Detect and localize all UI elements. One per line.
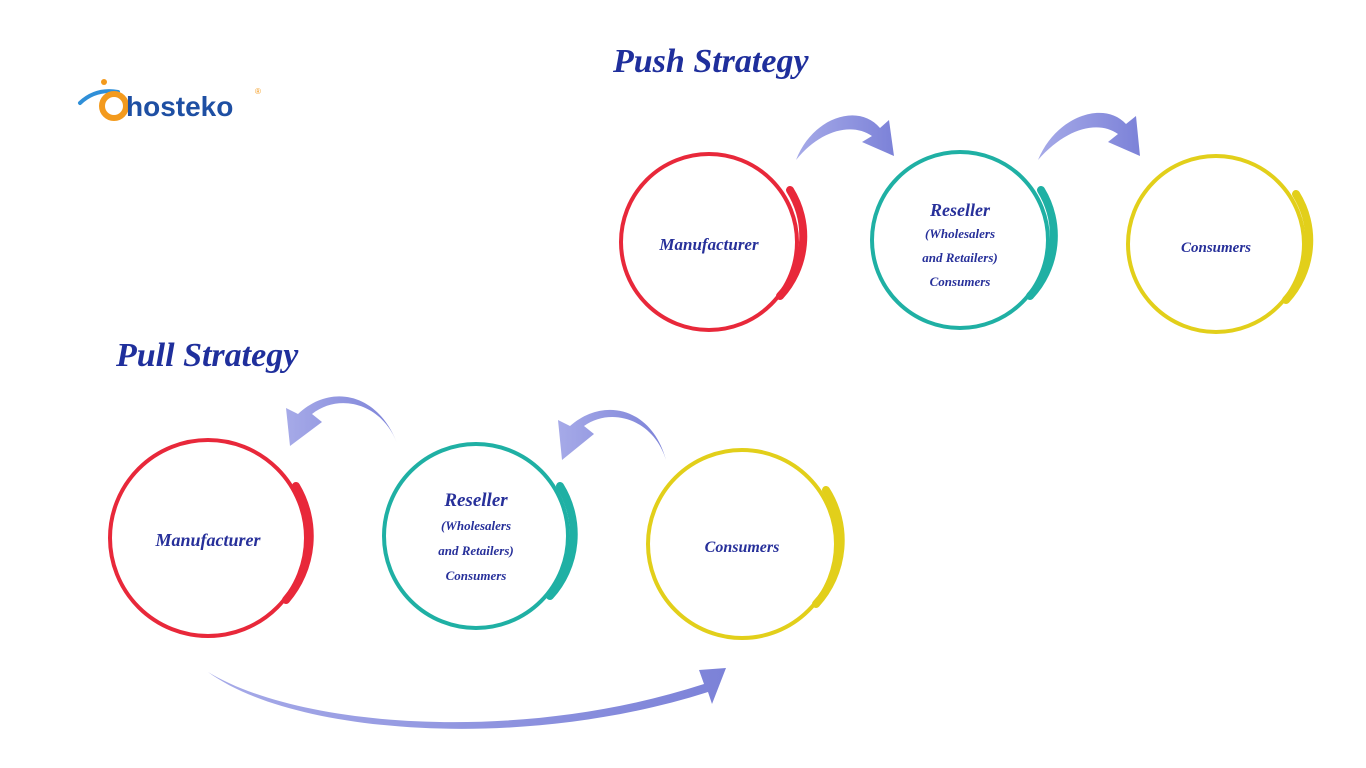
push-manufacturer-node: Manufacturer [619,152,808,332]
hosteko-logo: hosteko ® [78,79,261,122]
pull-reseller-node: Reseller (Wholesalers and Retailers) Con… [382,442,578,630]
push-arrow-reseller-to-consumers [1038,112,1140,160]
logo-text: hosteko [126,91,233,122]
pull-reseller-label-line1: Reseller [443,490,508,511]
pull-manufacturer-node: Manufacturer [108,438,314,638]
push-consumers-node: Consumers [1126,154,1314,334]
pull-manufacturer-label: Manufacturer [154,530,261,550]
pull-reseller-label-line3: and Retailers) [438,543,513,558]
pull-reseller-label-line2: (Wholesalers [441,518,511,533]
pull-consumers-node: Consumers [646,448,845,640]
push-reseller-label-line4: Consumers [930,274,991,289]
pull-consumers-label: Consumers [705,539,780,556]
push-reseller-label-line1: Reseller [929,200,991,220]
push-arrow-manufacturer-to-reseller [796,115,894,160]
pull-strategy-section: Pull Strategy Manufacturer Reseller (Who… [108,337,845,729]
push-reseller-node: Reseller (Wholesalers and Retailers) Con… [870,150,1058,330]
logo-registered-mark: ® [255,87,261,96]
push-reseller-label-line3: and Retailers) [922,250,997,265]
pull-arrow-reseller-to-manufacturer [286,396,398,446]
pull-arrow-consumers-to-reseller [558,409,666,460]
push-reseller-label-line2: (Wholesalers [925,226,995,241]
logo-mark-icon [78,79,129,121]
pull-reseller-label-line4: Consumers [446,568,507,583]
push-consumers-label: Consumers [1181,240,1251,256]
push-strategy-title: Push Strategy [612,43,809,80]
pull-strategy-title: Pull Strategy [115,337,299,374]
push-manufacturer-label: Manufacturer [658,235,759,254]
pull-arrow-manufacturer-to-consumers [208,668,726,729]
push-strategy-section: Push Strategy Manufacturer Reseller (Who… [612,43,1314,334]
